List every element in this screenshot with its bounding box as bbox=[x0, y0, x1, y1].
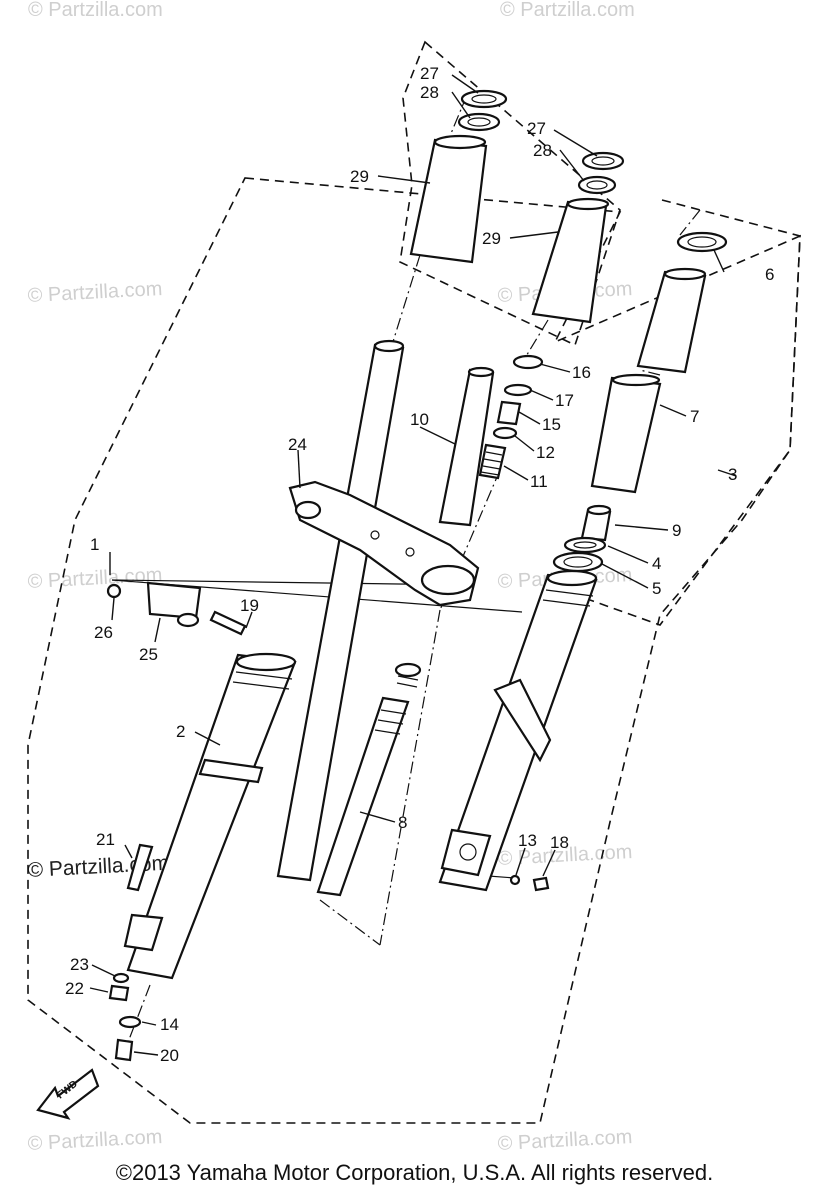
bolt-20 bbox=[114, 1038, 134, 1062]
alignment-line bbox=[524, 319, 549, 359]
alignment-line bbox=[439, 94, 468, 161]
callout-27: 27 bbox=[527, 119, 546, 138]
callout-20: 20 bbox=[160, 1046, 179, 1065]
callout-28: 28 bbox=[420, 83, 439, 102]
axle-boss bbox=[440, 828, 492, 877]
washer-12 bbox=[492, 426, 518, 440]
alignment-line bbox=[639, 369, 661, 376]
callout-5: 5 bbox=[652, 579, 661, 598]
drain-bolt-18 bbox=[532, 876, 550, 892]
bracket-25 bbox=[146, 581, 202, 620]
watermark: © Partzilla.com bbox=[500, 0, 635, 21]
dust-seal-6 bbox=[676, 231, 728, 253]
washer-23 bbox=[112, 972, 130, 984]
rebound-spring bbox=[394, 662, 422, 678]
tube-group-boundary bbox=[399, 40, 621, 347]
fork-boot-7 bbox=[590, 376, 662, 494]
callout-26: 26 bbox=[94, 623, 113, 642]
watermark: © Partzilla.com bbox=[27, 278, 163, 307]
callout-8: 8 bbox=[398, 813, 407, 832]
callout-29: 29 bbox=[482, 229, 501, 248]
ring-28 bbox=[457, 112, 501, 132]
circlip-17 bbox=[503, 383, 533, 397]
spring-11 bbox=[478, 443, 507, 480]
alignment-line bbox=[679, 209, 701, 236]
gasket-13 bbox=[509, 874, 521, 886]
callout-19: 19 bbox=[240, 596, 259, 615]
alignment-line bbox=[124, 984, 151, 1051]
callout-22: 22 bbox=[65, 979, 84, 998]
callout-16: 16 bbox=[572, 363, 591, 382]
inner-tube-left bbox=[276, 343, 405, 882]
callout-25: 25 bbox=[139, 645, 158, 664]
right-group-boundary bbox=[589, 199, 801, 626]
axle-holder bbox=[123, 913, 164, 952]
callout-27: 27 bbox=[420, 64, 439, 83]
bolt-26 bbox=[106, 583, 122, 599]
callout-15: 15 bbox=[542, 415, 561, 434]
alignment-line bbox=[379, 609, 441, 946]
fork-tube-29 bbox=[531, 200, 608, 324]
ring-28 bbox=[577, 175, 617, 195]
clip-4 bbox=[563, 536, 607, 554]
damper-rod-8 bbox=[316, 696, 410, 897]
callout-24: 24 bbox=[288, 435, 307, 454]
callout-10: 10 bbox=[410, 410, 429, 429]
callout-11: 11 bbox=[530, 472, 548, 491]
callout-12: 12 bbox=[536, 443, 555, 462]
oil-seal-27 bbox=[460, 89, 508, 109]
watermark: © Partzilla.com bbox=[27, 564, 163, 593]
callout-29: 29 bbox=[350, 167, 369, 186]
callout-2: 2 bbox=[176, 722, 185, 741]
alignment-line bbox=[319, 899, 381, 946]
callout-17: 17 bbox=[555, 391, 574, 410]
watermark: © Partzilla.com bbox=[28, 0, 163, 21]
callout-3: 3 bbox=[728, 465, 737, 484]
fork-tube-29 bbox=[409, 138, 488, 264]
callout-1: 1 bbox=[90, 535, 99, 554]
oil-seal-27 bbox=[581, 151, 625, 171]
spacer-15 bbox=[496, 400, 522, 426]
axle-lug bbox=[198, 758, 264, 784]
callout-21: 21 bbox=[96, 830, 115, 849]
nut-22 bbox=[108, 984, 130, 1002]
bolt-19 bbox=[209, 610, 247, 636]
watermark: © Partzilla.com bbox=[497, 1126, 633, 1155]
callout-6: 6 bbox=[765, 265, 774, 284]
washer-14 bbox=[118, 1015, 142, 1029]
alignment-line bbox=[391, 254, 421, 346]
callout-13: 13 bbox=[518, 831, 537, 850]
callout-7: 7 bbox=[690, 407, 699, 426]
callout-4: 4 bbox=[652, 554, 661, 573]
callout-14: 14 bbox=[160, 1015, 179, 1034]
callout-18: 18 bbox=[550, 833, 569, 852]
callout-23: 23 bbox=[70, 955, 89, 974]
watermark: © Partzilla.com bbox=[27, 1126, 163, 1155]
caliper-mount bbox=[493, 678, 552, 763]
callout-9: 9 bbox=[672, 521, 681, 540]
stud-bolt-21 bbox=[126, 843, 154, 892]
forward-arrow-icon: FWD bbox=[36, 1068, 100, 1120]
cap-16 bbox=[512, 354, 544, 370]
copyright-notice: ©2013 Yamaha Motor Corporation, U.S.A. A… bbox=[115, 1160, 714, 1185]
callout-28: 28 bbox=[533, 141, 552, 160]
inner-tube-upper bbox=[636, 270, 707, 374]
ring-5 bbox=[552, 551, 604, 573]
